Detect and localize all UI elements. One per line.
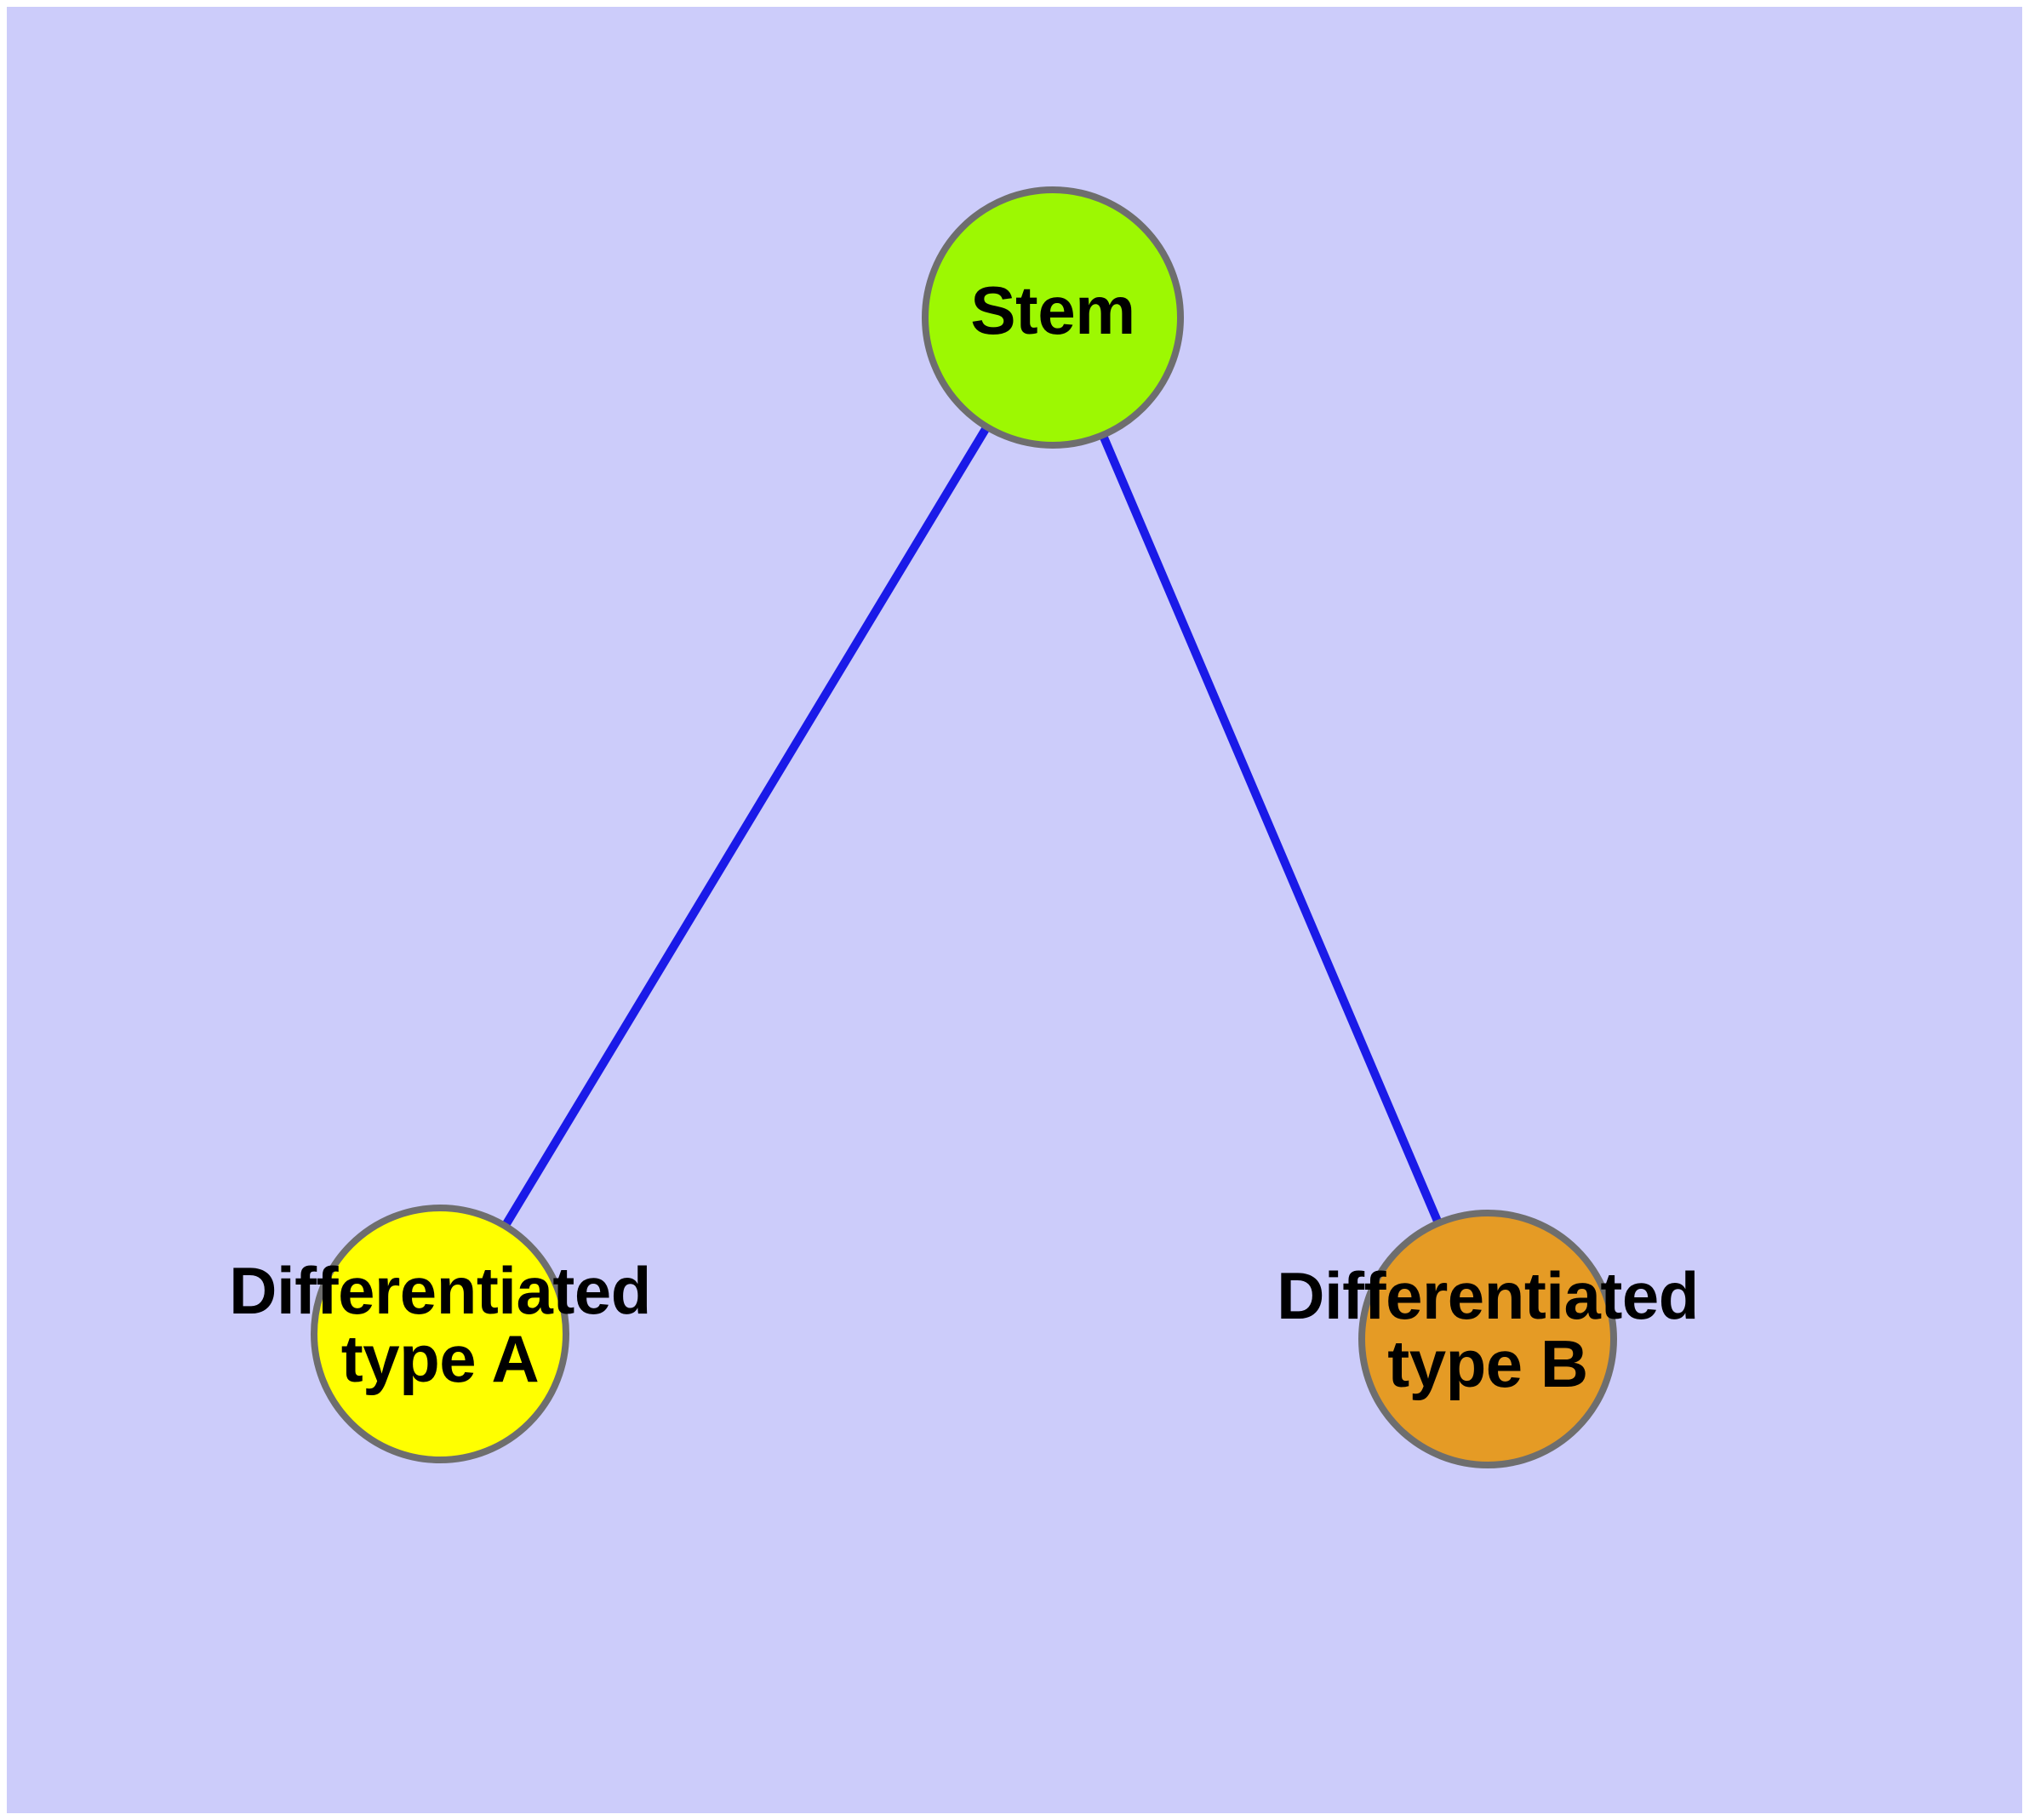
graph-svg xyxy=(311,186,1617,1468)
node-layer xyxy=(311,186,1617,1468)
node-circle-differentiated-type-a[interactable] xyxy=(311,1205,569,1463)
edge-layer xyxy=(436,315,1492,1341)
node-circle-stem[interactable] xyxy=(922,186,1184,449)
edge-stem-to-differentiated-type-b xyxy=(1049,316,1492,1341)
node-circle-differentiated-type-b[interactable] xyxy=(1358,1210,1617,1468)
edge-stem-to-differentiated-type-a xyxy=(436,315,1057,1336)
